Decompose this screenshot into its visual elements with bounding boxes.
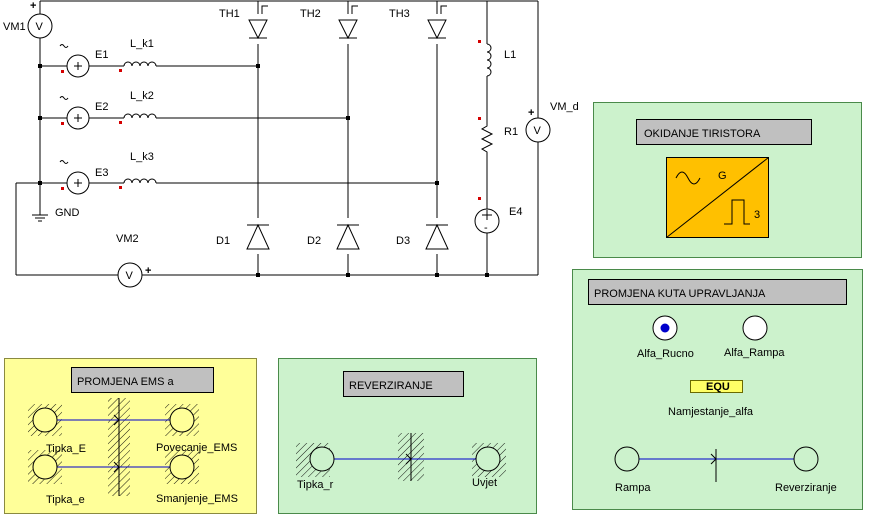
vm2-label: VM2 [116,233,139,245]
radio-alfa-rucno-label: Alfa_Rucno [637,348,694,360]
vm2-symbol: V [126,270,134,282]
pulse-wave-icon [724,199,750,225]
reverz-title: REVERZIRANJE [349,380,433,392]
tipka-e-lower-button[interactable] [32,454,58,480]
junction-dots [38,64,489,277]
diode-d2[interactable]: D2 [307,218,360,254]
rampa-button[interactable] [614,446,640,472]
povecanje-ems-button[interactable] [169,407,195,433]
vm1-plus-icon: + [30,0,36,12]
svg-text:-: - [484,222,488,234]
inductor-lk2[interactable]: L_k2 [119,90,157,124]
vmd-voltmeter[interactable]: V + VM_d [525,101,579,143]
inductor-lk2-label: L_k2 [130,90,154,102]
source-e2[interactable]: E2 [59,96,108,130]
ac-wave-icon [59,160,69,164]
ac-wave-icon [59,96,69,100]
gate-pulse-generator-block[interactable]: G 3 [666,157,769,238]
ground-label: GND [55,207,80,219]
source-e3-label: E3 [95,167,108,179]
equ-block[interactable]: EQU [690,380,743,394]
inductor-lk3-label: L_k3 [130,151,154,163]
okidanje-title: OKIDANJE TIRISTORA [644,128,761,140]
ac-wave-icon [59,44,69,48]
povecanje-ems-label: Povecanje_EMS [156,442,237,454]
radio-alfa-rampa[interactable] [742,315,768,341]
kut-title: PROMJENA KUTA UPRAVLJANJA [594,288,766,300]
reverziranje-button[interactable] [793,446,819,472]
diode-d2-label: D2 [307,235,321,247]
thyristor-th2-label: TH2 [300,8,321,20]
load-inductor-label: L1 [504,49,516,61]
gate-block-label-3: 3 [754,209,760,221]
source-e1-label: E1 [95,49,108,61]
circuit-wiring [15,0,539,276]
uvjet-label: Uvjet [472,477,497,489]
rampa-label: Rampa [615,482,651,494]
ground-symbol: GND [32,207,80,222]
inductor-lk1-label: L_k1 [130,38,154,50]
sine-wave-icon [675,171,701,185]
load-source-label: E4 [509,206,522,218]
source-e2-label: E2 [95,101,108,113]
thyristor-th1-label: TH1 [219,8,240,20]
smanjenje-ems-button[interactable] [169,454,195,480]
inductor-lk3[interactable]: L_k3 [119,151,157,189]
panel-okidanje-tiristora: OKIDANJE TIRISTORA G 3 [593,102,862,258]
equ-block-label: EQU [706,381,730,393]
radio-selected-dot-icon [660,323,670,333]
radio-alfa-rucno[interactable] [652,315,678,341]
tipka-e-upper-button[interactable] [32,407,58,433]
vm1-voltmeter[interactable]: V + VM1 [3,0,53,39]
vmd-label: VM_d [550,101,579,113]
thyristor-th2[interactable]: TH2 [300,5,358,44]
source-e3[interactable]: E3 [59,160,108,195]
tipka-r-label: Tipka_r [297,479,334,491]
diode-d3[interactable]: D3 [396,218,449,254]
tipka-e-upper-label: Tipka_E [46,443,86,455]
panel-promjena-kuta: PROMJENA KUTA UPRAVLJANJA Alfa_Rucno Alf… [572,269,863,510]
thyristor-th3[interactable]: TH3 [389,5,447,44]
smanjenje-ems-label: Smanjenje_EMS [156,493,238,505]
gate-block-label-g: G [718,170,727,182]
panel-promjena-ems: PROMJENA EMS a Tipka_E Povecanje_EMS Tip… [4,358,257,514]
load-resistor-r1[interactable]: R1 [478,117,518,156]
vm1-label: VM1 [3,21,26,33]
tipka-r-button[interactable] [309,446,335,472]
panel-reverziranje: REVERZIRANJE Tipka_r Uvjet [278,358,537,514]
inductor-lk1[interactable]: L_k1 [119,38,157,72]
equ-name-label: Namjestanje_alfa [668,406,754,418]
uvjet-button[interactable] [475,446,501,472]
vm2-plus-icon: + [145,265,151,277]
vmd-symbol: V [534,125,542,137]
source-e1[interactable]: E1 [59,44,108,78]
diode-d1-label: D1 [216,235,230,247]
reverziranje-label: Reverziranje [775,482,837,494]
vm1-symbol: V [36,21,44,33]
ems-title: PROMJENA EMS a [77,376,174,388]
thyristor-th3-label: TH3 [389,8,410,20]
diode-d1[interactable]: D1 [216,218,270,254]
radio-alfa-rampa-label: Alfa_Rampa [724,347,785,359]
load-inductor-l1[interactable]: L1 [478,40,516,77]
tipka-e-lower-label: Tipka_e [46,494,85,506]
thyristor-th1[interactable]: TH1 [219,5,268,44]
load-source-e4[interactable]: - E4 [474,197,522,234]
vmd-plus-icon: + [528,107,534,119]
load-resistor-label: R1 [504,126,518,138]
vm2-voltmeter[interactable]: V + VM2 [116,233,151,288]
diode-d3-label: D3 [396,235,410,247]
